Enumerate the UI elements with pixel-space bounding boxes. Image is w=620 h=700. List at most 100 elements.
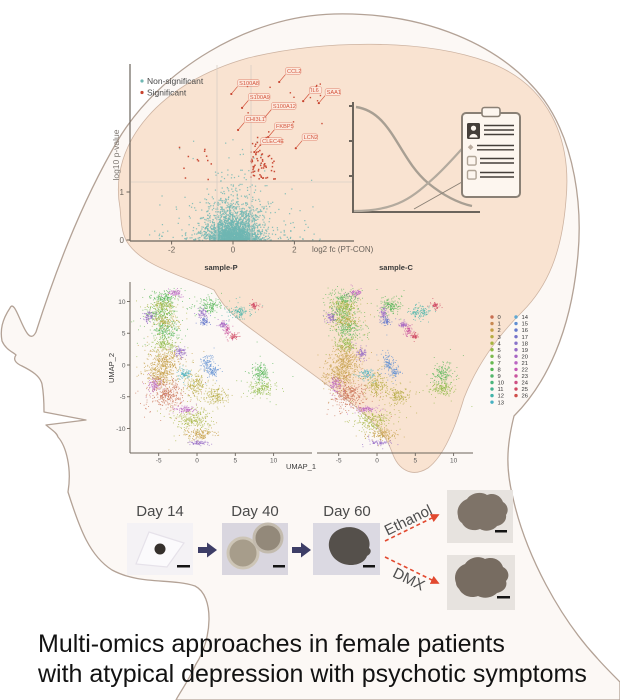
organoid-sphere-1 [226,536,260,570]
organoid-ethanol [457,492,508,531]
umap-x-tick-label: 10 [450,458,458,465]
checkbox-icon-2 [466,169,477,180]
legend-label-5: 5 [498,348,501,354]
gene-label: IL6 [311,88,319,94]
legend-label-13: 13 [498,400,504,406]
stage-arrow-icon-1 [198,542,217,558]
legend-label-9: 9 [498,374,501,380]
gene-label: CLEC4E [262,139,284,145]
legend-dot-24 [514,380,518,385]
gene-label-box [271,102,297,110]
volcano-x-label: log2 fc (PT-CON) [312,245,374,254]
legend-label-12: 12 [498,394,504,400]
stage-arrow-icon-2 [292,542,311,558]
volcano-y-tick-label: 1 [120,188,125,197]
gene-label-box [248,93,271,101]
day60-label: Day 60 [323,503,371,520]
umap-x-tick-label: 10 [270,458,278,465]
gene-label-leader [303,93,310,101]
legend-dot-12 [490,393,494,398]
day40-label: Day 40 [231,503,279,520]
ethanol-arrow-icon [384,514,440,542]
legend-dot-15 [514,321,518,326]
legend-label-15: 15 [522,322,528,328]
legend-dot-20 [514,354,518,358]
gene-label-leader [238,122,245,130]
legend-dot-17 [514,334,518,339]
umap-x-tick-label: 0 [375,458,379,465]
volcano-x-tick-label: 0 [231,246,236,255]
significant-legend-dot [140,90,144,95]
legend-dot-22 [514,367,518,372]
volcano-ticks: -2 0 2 0 1 [120,188,298,255]
decreasing-curve [355,105,473,208]
legend-dot-2 [490,328,494,332]
legend-dot-19 [514,348,518,352]
legend-label-0: 0 [498,315,501,321]
legend-dot-4 [490,341,494,345]
gene-label-box [244,115,267,123]
gene-point [236,128,240,132]
legend-label-25: 25 [522,387,528,393]
figure-title: Multi-omics approaches in female patient… [38,629,587,689]
gene-label-leader [319,95,326,103]
gene-label-leader [254,144,261,152]
gene-label: SAA1 [327,90,341,96]
legend-dot-25 [514,387,518,391]
legend-dot-11 [490,387,494,391]
legend-label-19: 19 [522,348,528,354]
legend-label-23: 23 [522,374,528,380]
record-line-group-3 [480,157,514,164]
legend-label-4: 4 [498,341,502,347]
legend-label-6: 6 [498,354,501,360]
gene-point [302,100,305,103]
volcano-x-tick-label: 2 [292,246,297,255]
umap-x-tick-label: 5 [233,458,237,465]
legend-label-10: 10 [498,381,504,387]
legend-dot-26 [514,393,518,398]
scale-bar [495,530,507,533]
legend-dot-14 [514,315,518,319]
legend-label-8: 8 [498,368,501,374]
volcano-x-tick-label: -2 [168,246,176,255]
legend-dot-10 [490,380,494,385]
legend-label-24: 24 [522,381,529,387]
nonsignificant-legend-label: Non-significant [147,76,204,86]
volcano-y-tick-label: 0 [120,236,125,245]
legend-dot-0 [490,315,494,319]
gene-label: CHI3L1 [246,117,265,123]
gene-label-leader [242,100,249,108]
day60-micrograph [313,523,380,575]
umap-cluster-legend: 0123456789101112131415161718192021222324… [490,315,529,406]
gene-label-leader [231,86,238,94]
scale-bar [363,565,375,568]
gene-point [230,92,233,96]
legend-label-22: 22 [522,368,528,374]
scale-bar [273,565,285,568]
figure-title-line2: with atypical depression with psychotic … [38,660,587,688]
umap-panel-title-left: sample-P [204,263,237,272]
gene-label-leader [268,129,275,137]
day14-micrograph [127,523,193,575]
dmx-arrow-icon [384,556,440,584]
legend-label-26: 26 [522,394,528,400]
legend-label-3: 3 [498,335,501,341]
legend-label-18: 18 [522,341,528,347]
legend-label-7: 7 [498,361,501,367]
gene-label-box [301,133,318,141]
legend-dot-8 [490,367,494,372]
gene-label-leader [265,109,272,117]
umap-x-tick-label: 5 [413,458,417,465]
organoid-dmx [455,557,509,598]
legend-dot-9 [490,374,494,378]
record-line-group-4 [480,171,514,178]
legend-dot-3 [490,334,494,339]
umap-x-label: UMAP_1 [286,462,316,471]
person-body [469,133,478,138]
gene-label: S100A9 [250,95,270,101]
